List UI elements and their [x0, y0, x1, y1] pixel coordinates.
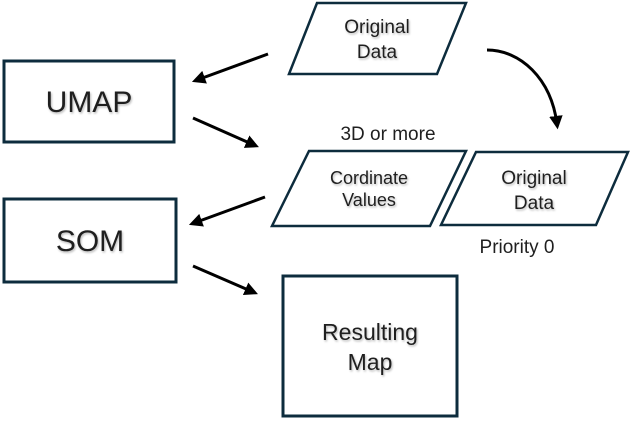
- resulting-map-box: [281, 274, 459, 418]
- arrow-umap-to-coordinates: [192, 116, 259, 148]
- arrow-coordinates-to-som: [188, 195, 266, 227]
- som-box: [2, 197, 178, 284]
- priority-note: Priority 0: [480, 237, 555, 258]
- original-data-right-label-line2: Data: [514, 193, 555, 214]
- coordinate-values-parallelogram: [269, 149, 468, 228]
- curved-arrow-original-to-original-right: [486, 48, 563, 130]
- arrow-som-to-resulting-map: [192, 264, 258, 295]
- umap-label: UMAP: [46, 86, 133, 119]
- original-data-top-label-line2: Data: [357, 42, 398, 63]
- arrow-original-to-umap: [191, 52, 269, 84]
- dimension-note: 3D or more: [340, 124, 435, 145]
- resulting-map-label-line1: Resulting: [322, 319, 418, 345]
- original-data-right-parallelogram: [439, 150, 630, 227]
- umap-box: [2, 59, 176, 144]
- original-data-top-label-line1: Original: [344, 17, 409, 38]
- original-data-right-label-line1: Original: [501, 168, 566, 189]
- som-label: SOM: [56, 225, 124, 258]
- coordinate-values-label-line2: Values: [342, 190, 396, 210]
- coordinate-values-label-line1: Cordinate: [330, 168, 408, 188]
- original-data-top-parallelogram: [287, 1, 468, 76]
- resulting-map-label-line2: Map: [348, 349, 393, 375]
